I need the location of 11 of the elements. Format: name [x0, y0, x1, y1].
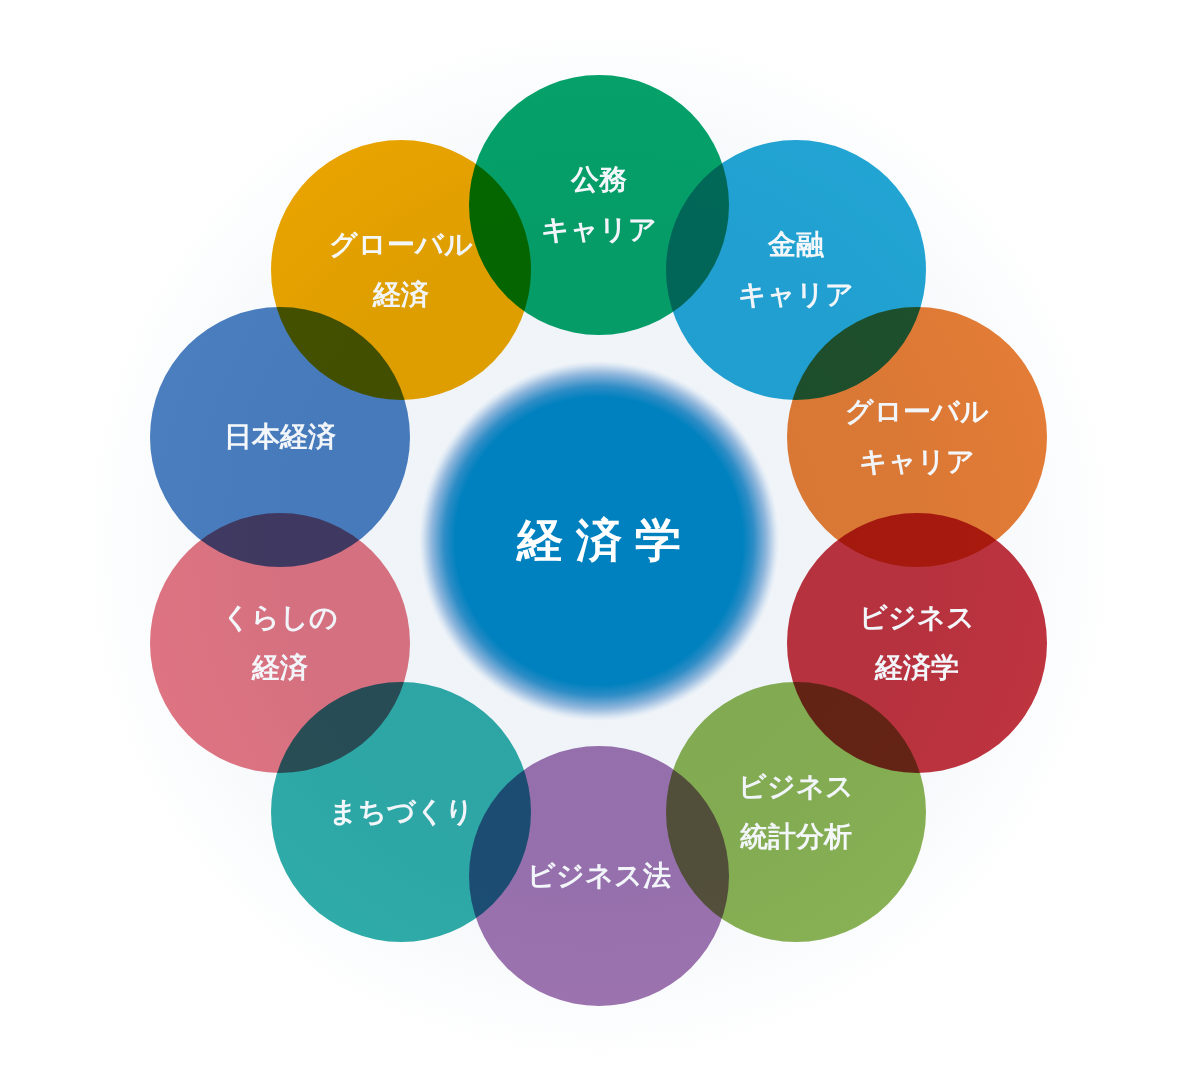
topic-label: グローバルキャリア	[845, 394, 989, 480]
topic-label: くらしの経済	[222, 600, 338, 686]
topic-label: グローバル経済	[329, 227, 473, 313]
topic-label: 公務キャリア	[541, 162, 657, 248]
topic-label: ビジネス経済学	[859, 600, 975, 686]
topic-label: ビジネス統計分析	[738, 769, 854, 855]
center-label: 経済学	[517, 512, 694, 569]
topic-label: 日本経済	[224, 419, 336, 455]
topic-label: ビジネス法	[527, 858, 671, 894]
topic-label: まちづくり	[328, 794, 474, 830]
topic-label: 金融キャリア	[738, 227, 854, 313]
